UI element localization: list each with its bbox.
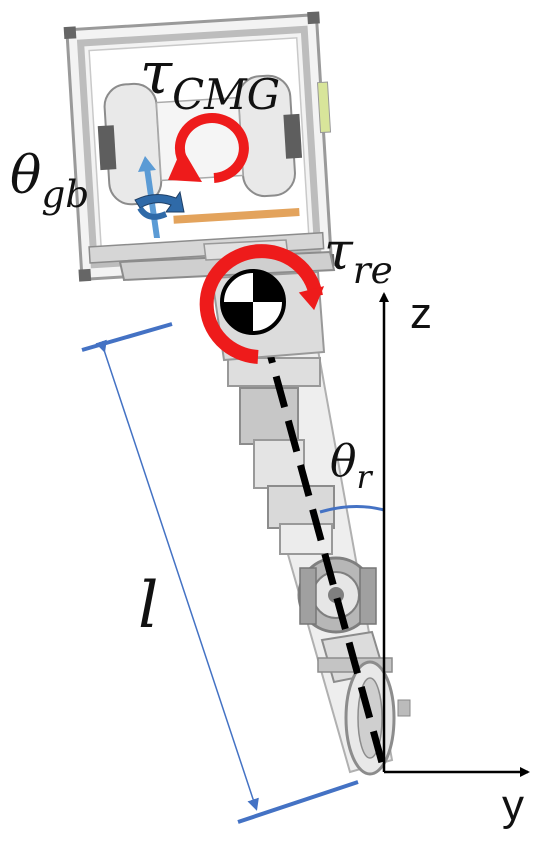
theta-r-label: θr xyxy=(330,436,372,497)
theta-gb-label: θgb xyxy=(10,146,90,217)
axes xyxy=(379,292,530,777)
length-label: l xyxy=(138,569,159,643)
axis-z-label: z xyxy=(410,289,432,338)
theta-r-arc xyxy=(319,504,385,514)
tau-re-label: τre xyxy=(324,222,393,293)
length-dimension xyxy=(81,322,359,824)
tau-cmg-label: τCMG xyxy=(140,39,281,119)
center-of-mass-marker xyxy=(220,269,286,335)
cmg-torque-arrow-icon xyxy=(168,113,249,183)
body-centerline xyxy=(260,331,388,771)
gimbal-rotation-icon xyxy=(134,156,185,238)
robot-body xyxy=(227,348,411,776)
axis-y-label: y xyxy=(502,781,524,830)
